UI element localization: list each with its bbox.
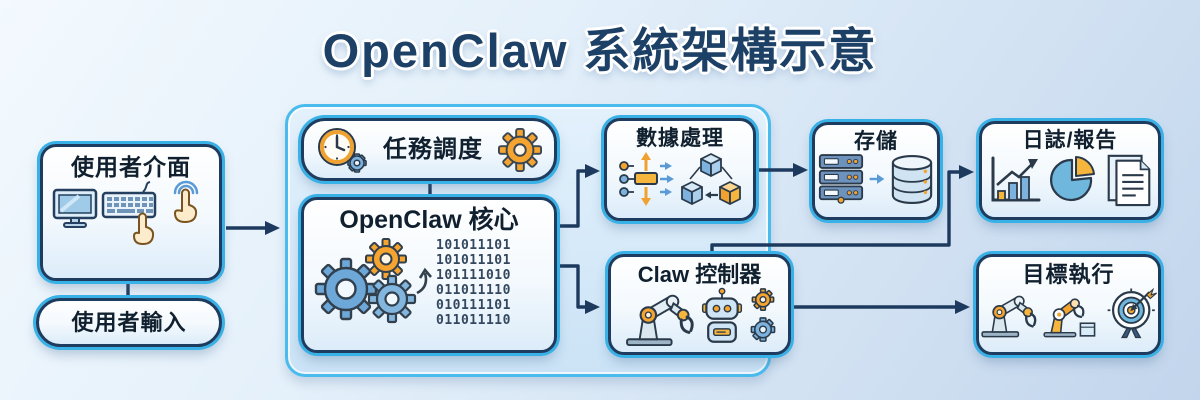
node-user-input: 使用者輸入 <box>36 298 222 347</box>
node-task-scheduler: 任務調度 <box>301 118 557 181</box>
data-processing-label: 數據處理 <box>636 127 724 150</box>
node-target-execution: 目標執行 <box>976 254 1161 355</box>
node-user-interface: 使用者介面 <box>40 144 222 281</box>
target-execution-label: 目標執行 <box>1022 262 1115 287</box>
distribution-icon <box>619 152 674 206</box>
user-interface-label: 使用者介面 <box>71 154 191 180</box>
claw-controller-label: Claw 控制器 <box>637 262 762 287</box>
database-icon <box>891 154 933 204</box>
logs-reports-label: 日誌/報告 <box>1022 129 1118 152</box>
core-label: OpenClaw 核心 <box>339 206 519 234</box>
clock-gear-icon <box>318 127 367 173</box>
target-icon <box>1107 287 1157 339</box>
monitor-icon <box>52 188 98 228</box>
robot-arm-icon <box>981 295 1037 338</box>
diagram-title: OpenClaw 系統架構示意 <box>322 24 878 77</box>
node-openclaw-core: OpenClaw 核心 <box>301 197 557 353</box>
pointer-hand-icon <box>133 212 155 245</box>
curved-arrow-icon <box>416 267 432 295</box>
gears-icon <box>314 238 432 324</box>
cubes-icon <box>681 153 741 205</box>
robot-arm-box-icon <box>1043 298 1096 338</box>
gear-icon <box>498 127 542 172</box>
node-data-processing: 數據處理 <box>604 118 756 221</box>
node-storage: 存儲 <box>812 122 940 220</box>
documents-icon <box>1107 154 1151 207</box>
robot-arm-icon <box>625 294 694 346</box>
node-claw-controller: Claw 控制器 <box>608 254 791 355</box>
server-icon <box>818 154 864 204</box>
node-logs-reports: 日誌/報告 <box>979 121 1161 220</box>
core-body: 101011101 101011101 101111010 011011110 … <box>304 233 554 333</box>
robot-icon <box>701 287 742 343</box>
task-scheduler-label: 任務調度 <box>383 135 483 163</box>
bar-chart-icon <box>991 156 1041 202</box>
transfer-arrow-icon <box>869 174 885 184</box>
keyboard-icon <box>101 181 157 219</box>
gears-pair-icon <box>750 288 775 342</box>
user-input-label: 使用者輸入 <box>71 309 187 335</box>
binary-code: 101011101 101011101 101111010 011011110 … <box>436 237 511 329</box>
storage-label: 存儲 <box>854 130 898 153</box>
touch-hand-icon <box>173 180 199 223</box>
pie-chart-icon <box>1050 156 1095 202</box>
